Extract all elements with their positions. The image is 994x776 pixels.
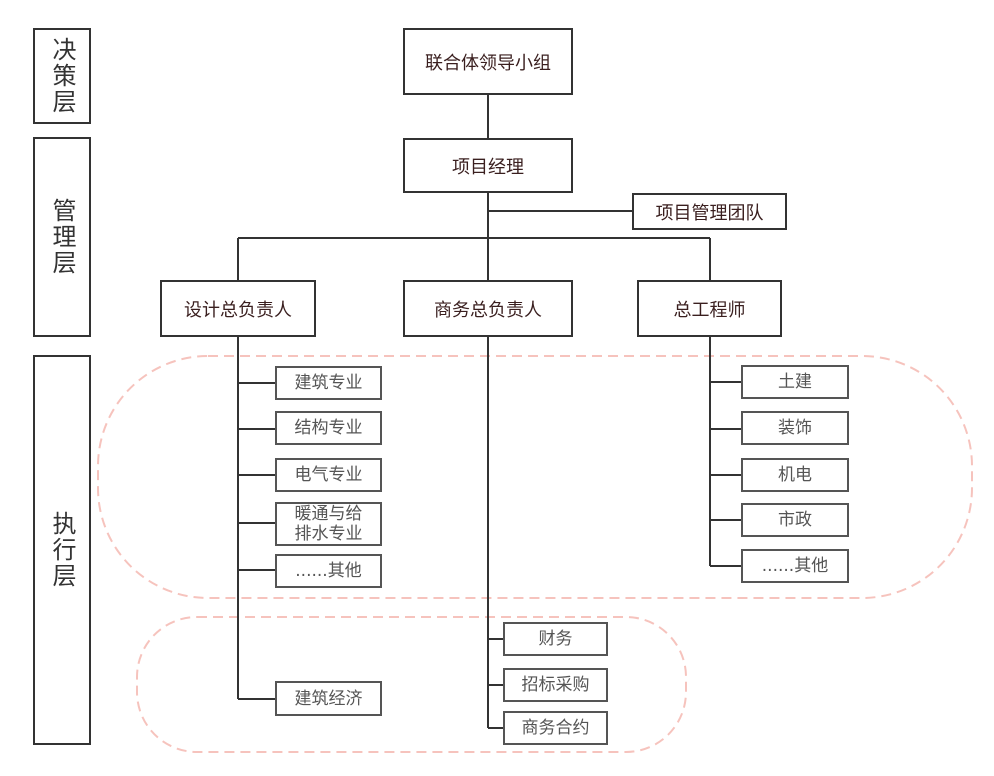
node-project-manager: 项目经理	[403, 138, 573, 193]
design-item: 结构专业	[275, 411, 382, 445]
layer-execution-label: 执行层	[48, 511, 76, 589]
cost-group-outline	[136, 616, 687, 753]
layer-management: 管理层	[33, 137, 91, 337]
business-item: 招标采购	[503, 668, 608, 702]
engineer-item: 机电	[741, 458, 849, 492]
node-leadership-group: 联合体领导小组	[403, 28, 573, 95]
layer-decision-label: 决策层	[48, 37, 76, 115]
business-item: 财务	[503, 622, 608, 656]
engineer-item: ......其他	[741, 549, 849, 583]
design-item: 暖通与给排水专业	[275, 502, 382, 546]
node-business-lead: 商务总负责人	[403, 280, 573, 337]
design-item: 电气专业	[275, 458, 382, 492]
layer-decision: 决策层	[33, 28, 91, 124]
design-item: 建筑专业	[275, 366, 382, 400]
node-pm-team: 项目管理团队	[632, 193, 787, 230]
design-cost-item: 建筑经济	[275, 681, 382, 716]
node-design-lead: 设计总负责人	[160, 280, 316, 337]
design-item: ......其他	[275, 554, 382, 588]
layer-execution: 执行层	[33, 355, 91, 745]
business-item: 商务合约	[503, 711, 608, 745]
node-chief-engineer: 总工程师	[637, 280, 782, 337]
engineer-item: 市政	[741, 503, 849, 537]
engineer-item: 装饰	[741, 411, 849, 445]
engineer-item: 土建	[741, 365, 849, 399]
layer-management-label: 管理层	[48, 198, 76, 276]
execution-group-outline	[97, 355, 973, 599]
